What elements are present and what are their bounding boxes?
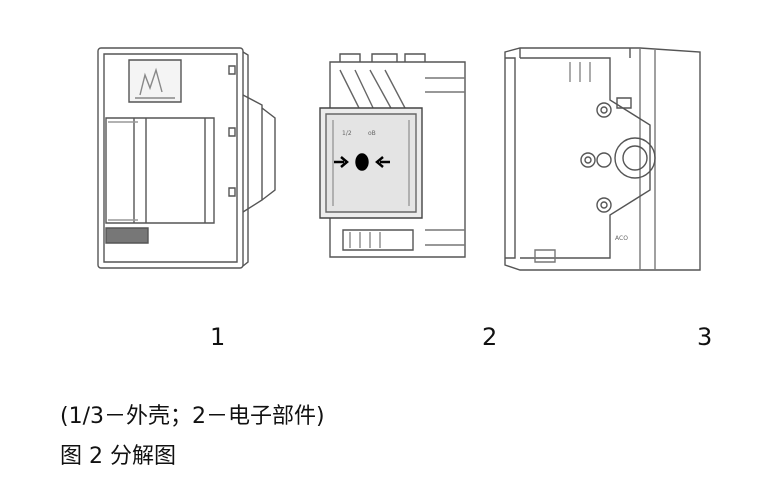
electronic-module-drawing: 1/2 oB — [320, 54, 465, 257]
exploded-view-illustration: 1/2 oB ACO — [0, 0, 760, 300]
part-label-3: 3 — [697, 323, 713, 351]
housing-rear-drawing: ACO — [505, 48, 700, 270]
part-label-1: 1 — [210, 323, 226, 351]
parts-legend: (1/3－外壳；2－电子部件) — [60, 404, 325, 429]
svg-text:1/2: 1/2 — [342, 130, 352, 137]
part-label-2: 2 — [482, 323, 498, 351]
svg-text:ACO: ACO — [615, 235, 628, 242]
housing-front-drawing — [98, 48, 275, 268]
svg-text:oB: oB — [368, 130, 376, 137]
figure-title: 图 2 分解图 — [60, 444, 176, 469]
